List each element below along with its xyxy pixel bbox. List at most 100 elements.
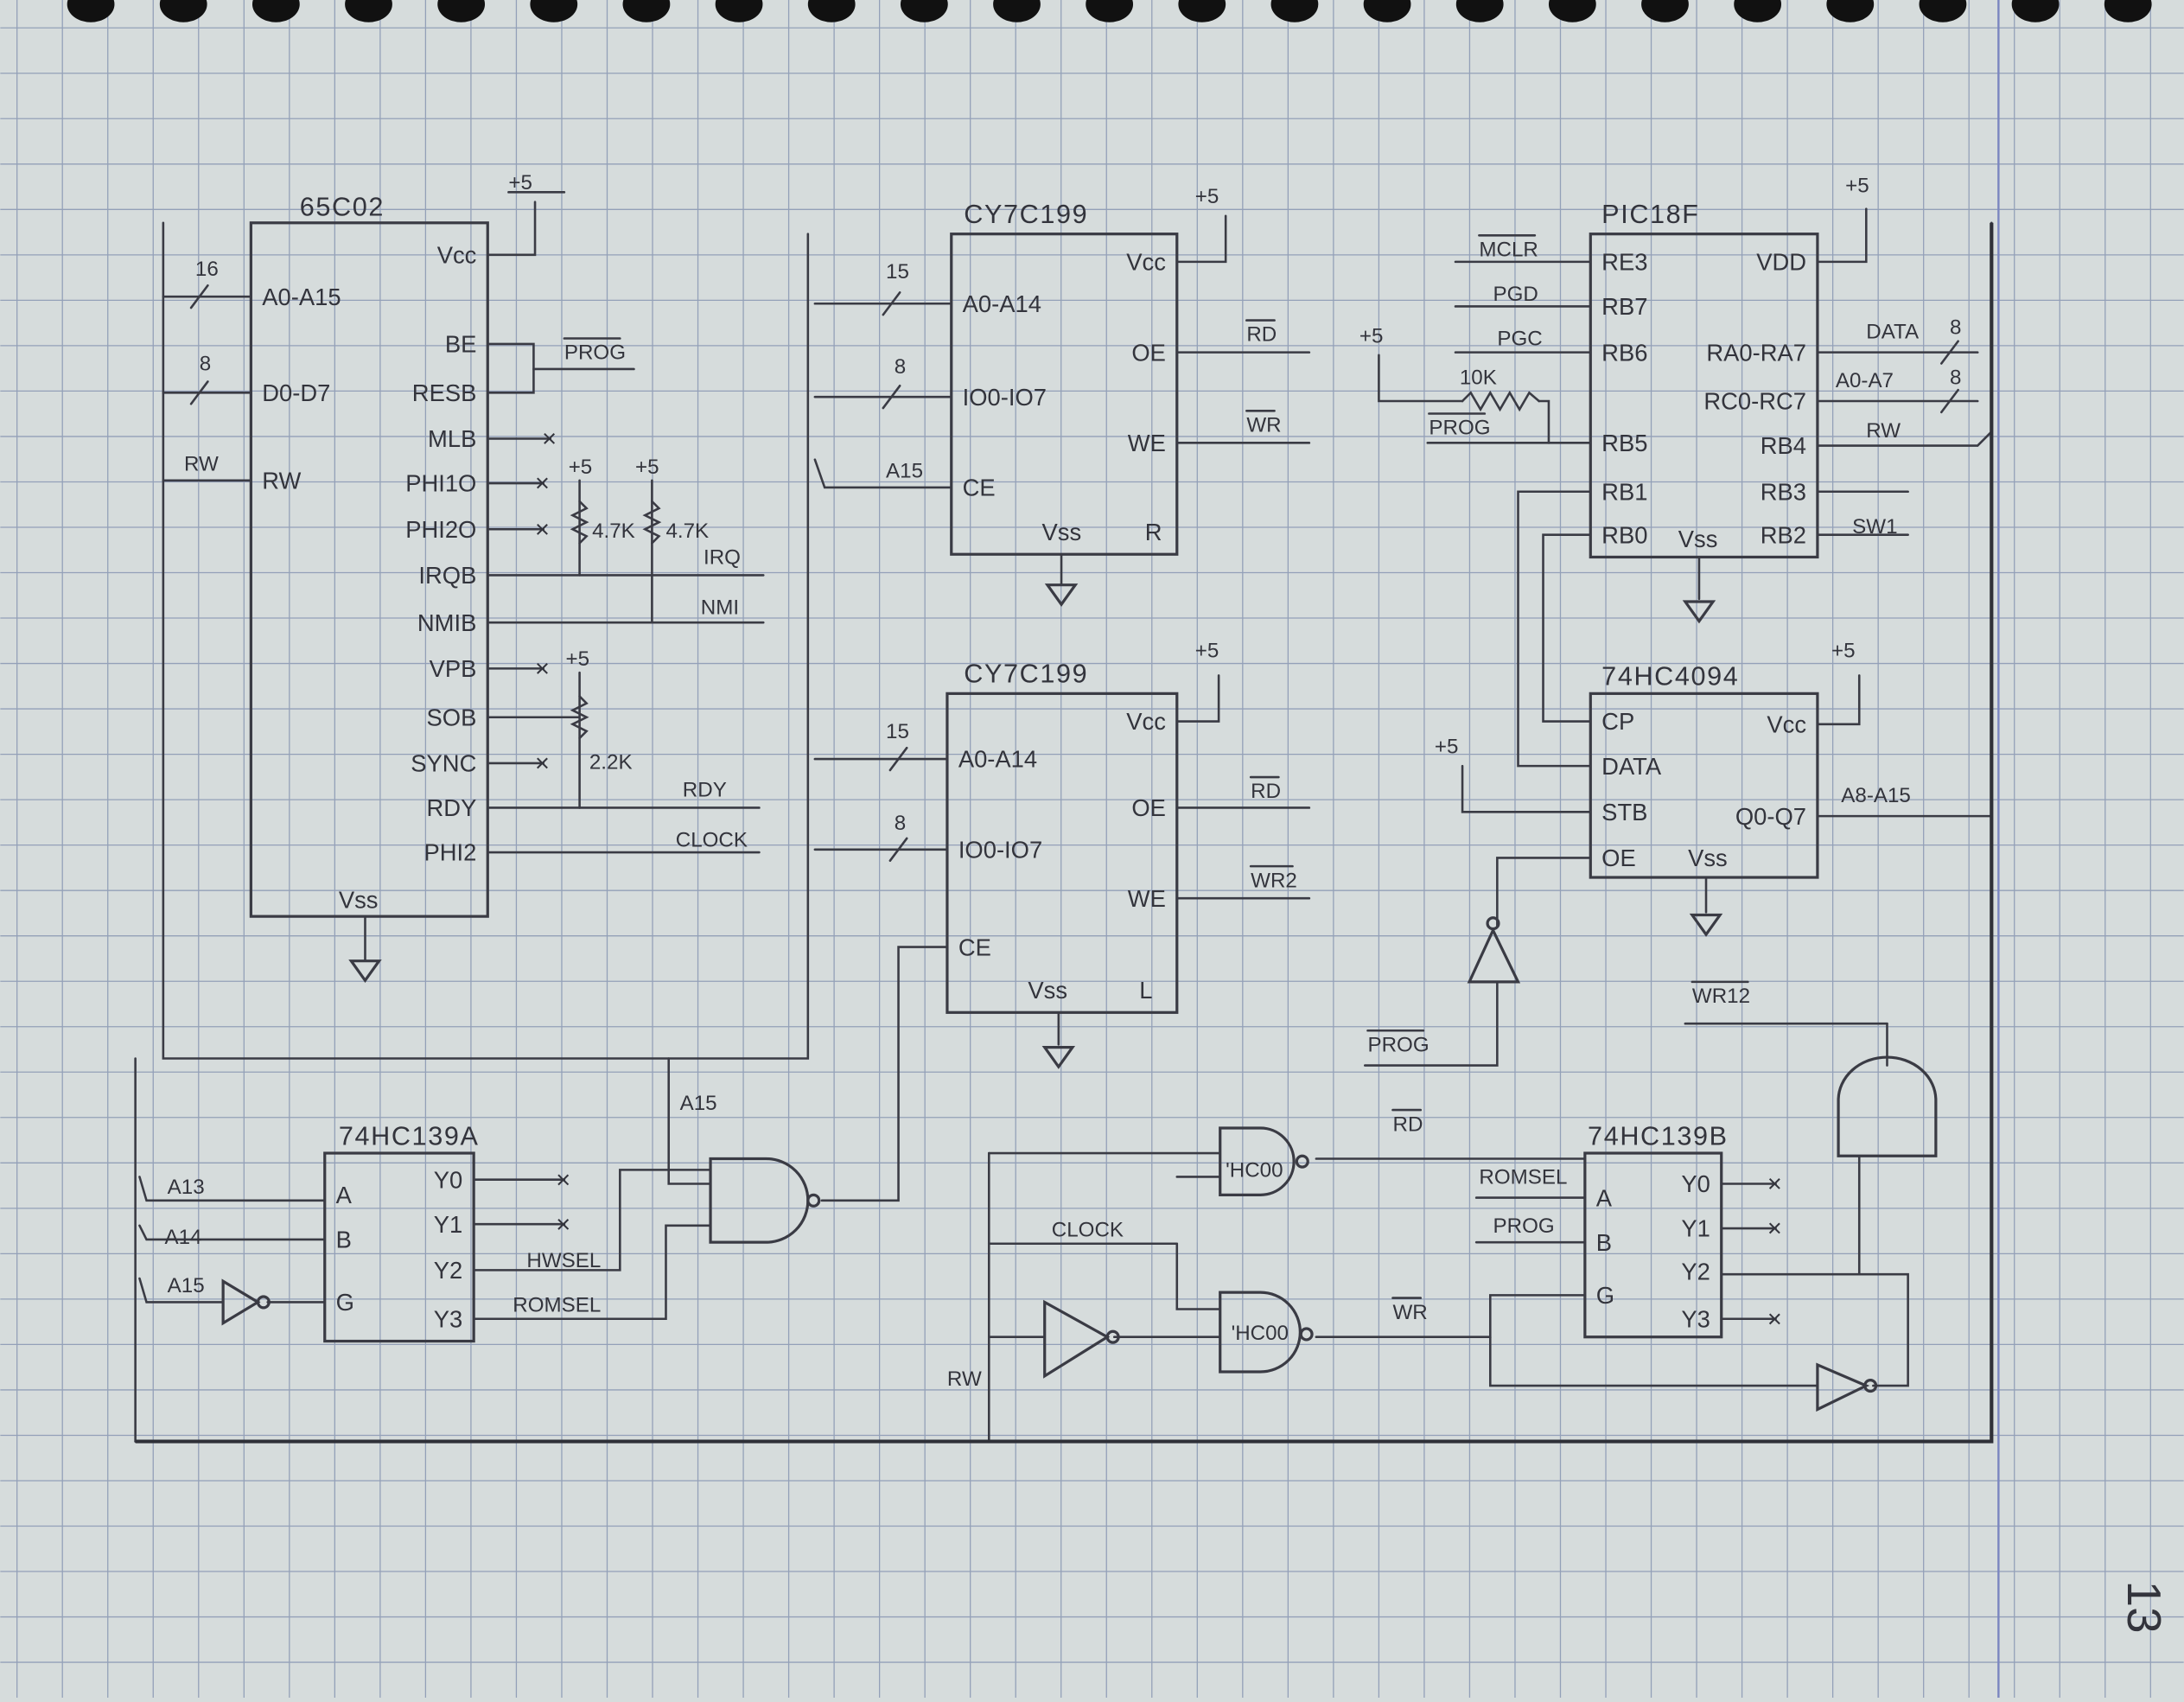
chip-body [950, 233, 1179, 556]
net-label: PROG [1429, 417, 1490, 440]
spiral-ring [67, 0, 115, 22]
pin-label: PHI2 [424, 839, 477, 866]
chip-body [1589, 692, 1819, 879]
net-label: A15 [886, 460, 923, 483]
chip-pic: PIC18FRE3RB7RB6RB5RB1RB0VDDRA0-RA7RC0-RC… [1589, 200, 1819, 559]
net-label: 2.2K [589, 750, 633, 774]
pin-label: G [1596, 1282, 1614, 1309]
pin-label: Vcc [1126, 708, 1166, 735]
net-label: PROG [1368, 1033, 1429, 1056]
inverter [1043, 1299, 1111, 1379]
net-label: PGD [1493, 283, 1538, 306]
pin-label: Y1 [1681, 1215, 1710, 1242]
net-label: +5 [1195, 639, 1219, 662]
wire [813, 458, 953, 489]
net-label: SW1 [1852, 515, 1897, 539]
net-label: +5 [1845, 174, 1869, 197]
resistor [570, 500, 589, 545]
pin-label: Y2 [434, 1257, 462, 1284]
nand-gate [709, 1157, 810, 1244]
pin-label: RA0-RA7 [1706, 339, 1806, 366]
net-label: NMI [701, 596, 739, 620]
net-label: +5 [569, 456, 593, 479]
net-label: PGC [1497, 328, 1542, 351]
net-label: +5 [635, 456, 659, 479]
wire [1175, 674, 1220, 723]
pin-label: RESB [412, 379, 477, 406]
pin-label: A0-A15 [262, 284, 341, 310]
wire [1720, 1272, 1909, 1387]
spiral-ring [530, 0, 578, 22]
spiral-ring [159, 0, 207, 22]
net-label: RD [1246, 323, 1277, 347]
pin-label: Y1 [434, 1211, 462, 1238]
net-label: 8 [895, 812, 906, 835]
net-label: 'HC00 [1226, 1158, 1283, 1182]
spiral-ring [993, 0, 1041, 22]
pin-label: RB1 [1601, 478, 1647, 505]
pin-label: Vcc [437, 242, 477, 269]
wire [667, 1057, 712, 1185]
spiral-ring [1548, 0, 1596, 22]
pin-label: DATA [1601, 753, 1662, 780]
chip-title: 74HC139B [1588, 1121, 1729, 1151]
net-label: IRQ [704, 546, 741, 570]
no-connect-x: × [1767, 1215, 1782, 1243]
pin-label: A0-A14 [963, 290, 1041, 317]
buffer-inverter [1467, 927, 1521, 984]
wire [472, 1169, 712, 1272]
pin-label: Vcc [1767, 711, 1806, 737]
pin-label: OE [1131, 339, 1166, 366]
no-connect-x: × [535, 516, 550, 544]
hc00-gate-rd [1219, 1126, 1296, 1196]
pin-label: SOB [427, 704, 477, 730]
pin-label: Vss [1028, 977, 1067, 1004]
pin-label: OE [1601, 845, 1636, 871]
wire [820, 946, 947, 1202]
pin-label: STB [1601, 799, 1647, 826]
spiral-ring [1270, 0, 1319, 22]
net-label: +5 [565, 647, 589, 671]
inverter [1816, 1362, 1870, 1412]
bus-slash [882, 291, 901, 316]
wire [1517, 490, 1592, 768]
pin-label: Vss [1041, 519, 1081, 545]
pin-label: PHI1O [405, 470, 476, 497]
spiral-ring [1178, 0, 1226, 22]
wire [138, 1176, 327, 1202]
pin-label: Y2 [1681, 1259, 1710, 1285]
net-label: A0-A7 [1836, 369, 1894, 392]
chip-body [323, 1151, 475, 1343]
net-label: DATA [1866, 321, 1920, 344]
spiral-ring [622, 0, 671, 22]
pin-label: Vss [1678, 526, 1718, 552]
pin-label: CP [1601, 708, 1634, 735]
pin-label: Vcc [1126, 249, 1166, 276]
gate-bubble [1299, 1327, 1314, 1342]
chip-title: CY7C199 [964, 659, 1088, 688]
net-label: CLOCK [1052, 1219, 1124, 1242]
wire [1378, 354, 1464, 403]
chip-title: 65C02 [300, 193, 385, 222]
chip-body [1583, 1151, 1723, 1339]
wire [138, 1224, 327, 1241]
pin-label: Y0 [434, 1166, 462, 1193]
net-label: 8 [200, 353, 211, 376]
net-label: 'HC00 [1232, 1322, 1289, 1345]
spiral-ring [345, 0, 392, 22]
pin-label: MLB [428, 425, 476, 452]
pin-label: Vss [339, 886, 379, 913]
resistor [1461, 390, 1540, 412]
pin-label: Q0-Q7 [1735, 803, 1806, 830]
ground-symbol [348, 959, 382, 984]
pin-label: PHI2O [405, 516, 476, 543]
no-connect-x: × [535, 655, 550, 683]
net-label: WR12 [1692, 985, 1750, 1008]
wire [1363, 980, 1499, 1067]
spiral-ring [715, 0, 763, 22]
net-label: PROG [1493, 1214, 1555, 1238]
